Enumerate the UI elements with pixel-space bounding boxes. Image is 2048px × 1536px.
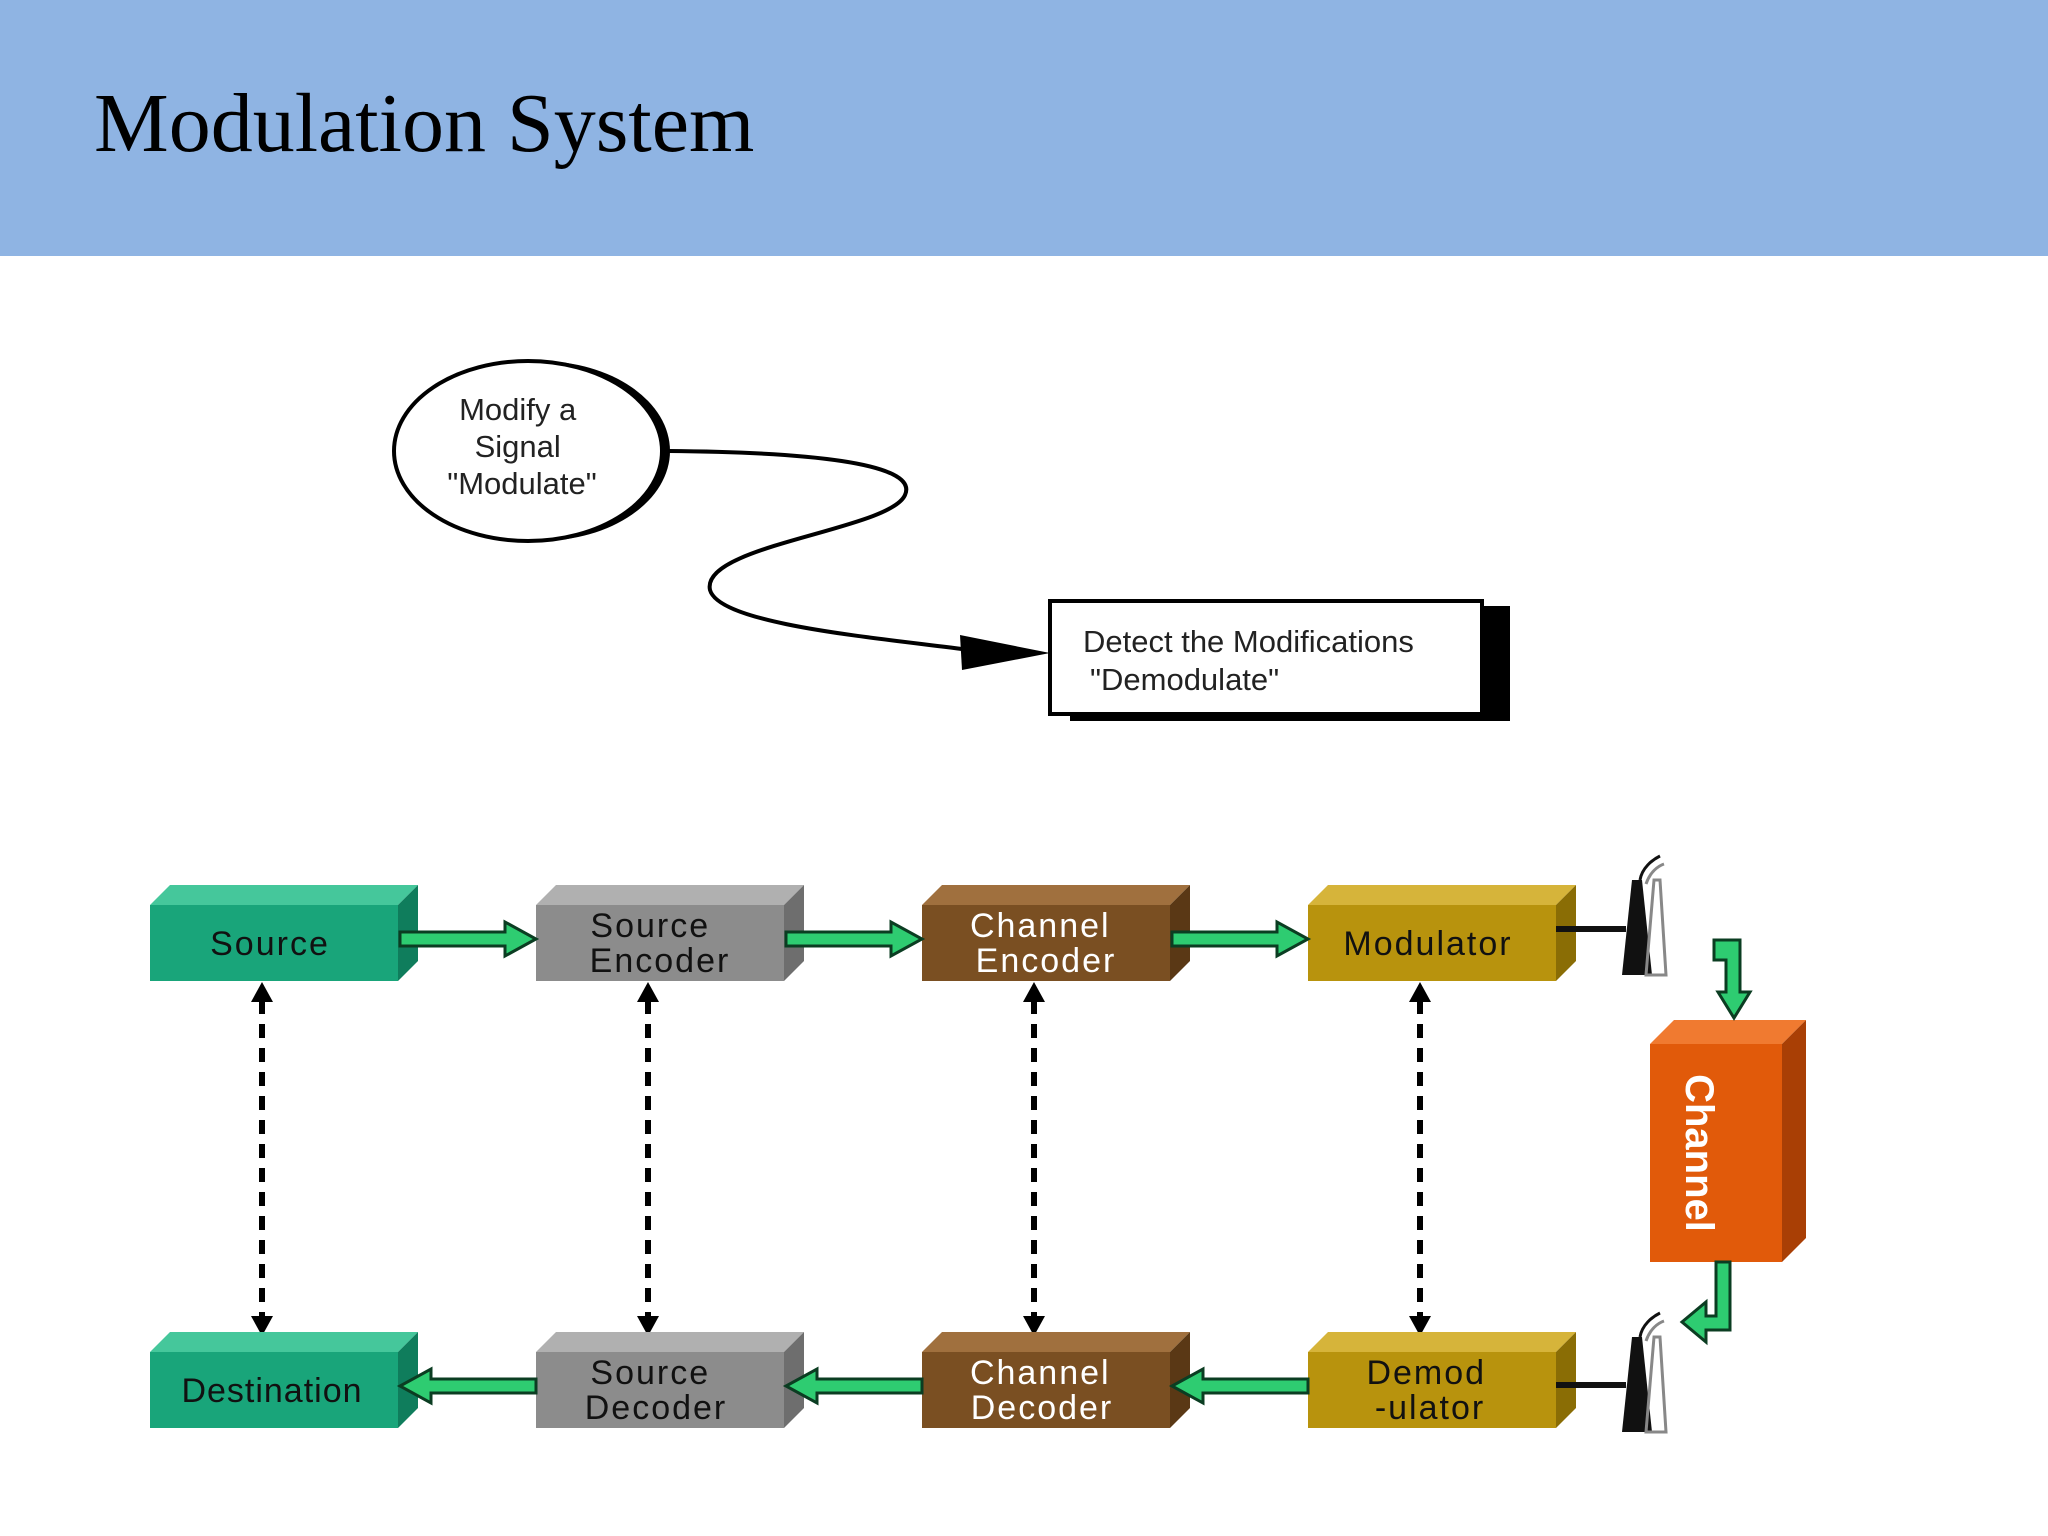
- block-channel-encoder-line-1: Channel: [970, 907, 1111, 945]
- block-demodulator-line-2: -ulator: [1375, 1389, 1485, 1427]
- svg-text:Source: Source: [210, 925, 330, 963]
- title-bar: [0, 0, 2048, 256]
- detect-line-2: "Demodulate": [1090, 662, 1279, 697]
- arrow-up-icon: [1023, 982, 1045, 1002]
- block-source-encoder-line-1: Source: [590, 907, 710, 945]
- modify-line-3: "Modulate": [447, 466, 597, 501]
- svg-text:Source Decoder: Source Decoder: [585, 1354, 728, 1427]
- block-destination-label: Destination: [181, 1372, 362, 1410]
- arrow-left-icon: [396, 1366, 538, 1406]
- block-channel-label: Channel: [1677, 1074, 1721, 1232]
- modify-signal-callout: Modify a Signal "Modulate": [392, 359, 670, 543]
- block-destination: Destination: [150, 1332, 418, 1428]
- receive-antenna-icon: [1556, 1311, 1668, 1434]
- connector-arrowhead-icon: [960, 635, 1050, 670]
- arrow-down-icon: [637, 1316, 659, 1336]
- arrow-down-icon: [251, 1316, 273, 1336]
- modify-line-1: Modify a: [459, 392, 577, 427]
- modulate-connector-curve: [667, 449, 971, 652]
- slide-title: Modulation System: [94, 77, 755, 170]
- svg-text:Channel Encoder: Channel Encoder: [970, 907, 1122, 980]
- block-channel-decoder: Channel Decoder: [922, 1332, 1190, 1428]
- modify-line-2: Signal: [475, 429, 561, 464]
- dashed-connectors: [259, 1000, 1423, 1318]
- svg-text:Modify a Signal "M: Modify a Signal "Modulate": [447, 392, 597, 501]
- block-modulator-label: Modulator: [1343, 925, 1512, 963]
- block-source-encoder-line-2: Encoder: [590, 942, 731, 980]
- detect-line-1: Detect the Modifications: [1083, 624, 1414, 659]
- detect-modifications-callout: Detect the Modifications "Demodulate": [1048, 599, 1510, 721]
- arrow-right-icon: [1170, 919, 1312, 959]
- svg-text:Demod -ulator: Demod -ulator: [1366, 1354, 1497, 1427]
- block-channel-decoder-line-1: Channel: [970, 1354, 1111, 1392]
- dashed-arrowheads: [251, 982, 1431, 1336]
- svg-text:Detect the Modifications: Detect the Modifications "Demodulate": [1083, 624, 1422, 697]
- arrow-into-channel-icon: [1712, 938, 1753, 1021]
- return-flow-arrows: [396, 1366, 1310, 1406]
- svg-text:Destination: Destination: [181, 1372, 362, 1410]
- block-demodulator-line-1: Demod: [1366, 1354, 1486, 1392]
- arrow-right-icon: [398, 919, 540, 959]
- forward-flow-arrows: [398, 919, 1312, 959]
- svg-text:Modulator: Modulator: [1343, 925, 1512, 963]
- block-channel-encoder-line-2: Encoder: [976, 942, 1117, 980]
- arrow-up-icon: [251, 982, 273, 1002]
- block-channel: Channel: [1650, 1020, 1806, 1262]
- block-channel-encoder: Channel Encoder: [922, 885, 1190, 981]
- block-source-label: Source: [210, 925, 330, 963]
- arrow-up-icon: [637, 982, 659, 1002]
- block-source-decoder-line-2: Decoder: [585, 1389, 728, 1427]
- arrow-up-icon: [1409, 982, 1431, 1002]
- block-source-decoder-line-1: Source: [590, 1354, 710, 1392]
- block-source: Source: [150, 885, 418, 981]
- block-source-encoder: Source Encoder: [536, 885, 804, 981]
- arrow-left-icon: [1168, 1366, 1310, 1406]
- arrow-down-icon: [1023, 1316, 1045, 1336]
- block-modulator: Modulator: [1308, 885, 1576, 981]
- arrow-down-icon: [1409, 1316, 1431, 1336]
- svg-text:Channel Decoder: Channel Decoder: [970, 1354, 1122, 1427]
- block-source-decoder: Source Decoder: [536, 1332, 804, 1428]
- arrow-out-of-channel-icon: [1679, 1260, 1732, 1346]
- arrow-left-icon: [782, 1366, 924, 1406]
- transmit-antenna-icon: [1556, 854, 1668, 977]
- svg-text:Source Encoder: Source Encoder: [590, 907, 731, 980]
- svg-text:Channel: Channel: [1677, 1074, 1721, 1232]
- block-demodulator: Demod -ulator: [1308, 1332, 1576, 1428]
- arrow-right-icon: [784, 919, 926, 959]
- block-channel-decoder-line-2: Decoder: [971, 1389, 1114, 1427]
